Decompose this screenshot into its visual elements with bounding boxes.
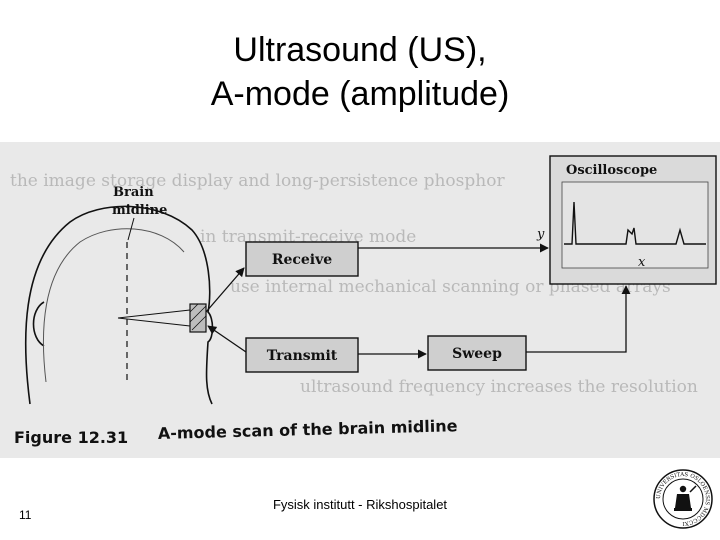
head-outline [24,205,214,405]
slide-number: 11 [19,508,32,522]
sweep-label: Sweep [452,346,502,362]
signal-connections [205,243,631,359]
transmit-box [245,337,359,373]
a-mode-scan-figure: the image storage display and long-persi… [0,142,720,458]
midline-label: midline [112,203,167,218]
figure-caption: A-mode scan of the brain midline [158,416,458,443]
oscilloscope-screen [561,181,709,269]
ultrasound-beam [117,309,191,327]
echo-trace [564,201,706,245]
axis-x-label: x [638,255,646,270]
transmit-label: Transmit [267,348,338,364]
transducer-hatch [189,303,207,331]
brain-midline-pointer [127,217,135,241]
receive-label: Receive [272,252,332,268]
brain-label: Brain [113,185,154,200]
figure-number: Figure 12.31 [14,428,128,447]
footer-institution: Fysisk institutt - Rikshospitalet [272,497,448,512]
background-text-line: ultrasound frequency increases the resol… [300,377,698,397]
sweep-to-scope-arrow [526,285,631,353]
a-mode-diagram: the image storage display and long-persi… [10,155,717,447]
university-seal-icon: UNIVERSITAS OSLOENSIS MDCCCXI [652,468,714,530]
oscilloscope-label: Oscilloscope [566,163,657,178]
title-line-2: A-mode (amplitude) [210,75,510,113]
title-line-1: Ultrasound (US), [233,31,487,69]
receive-box [245,241,359,277]
transducer-to-receive-arrow [205,267,245,313]
axis-y-label: y [536,227,545,242]
brain-midline-label: Brain midline [112,185,167,218]
transmit-to-transducer-arrow [207,325,247,353]
skull-outline [42,228,185,383]
slide-title: Ultrasound (US), A-mode (amplitude) [0,28,720,116]
sweep-box [427,335,527,371]
background-text-line: the image storage display and long-persi… [10,171,505,191]
